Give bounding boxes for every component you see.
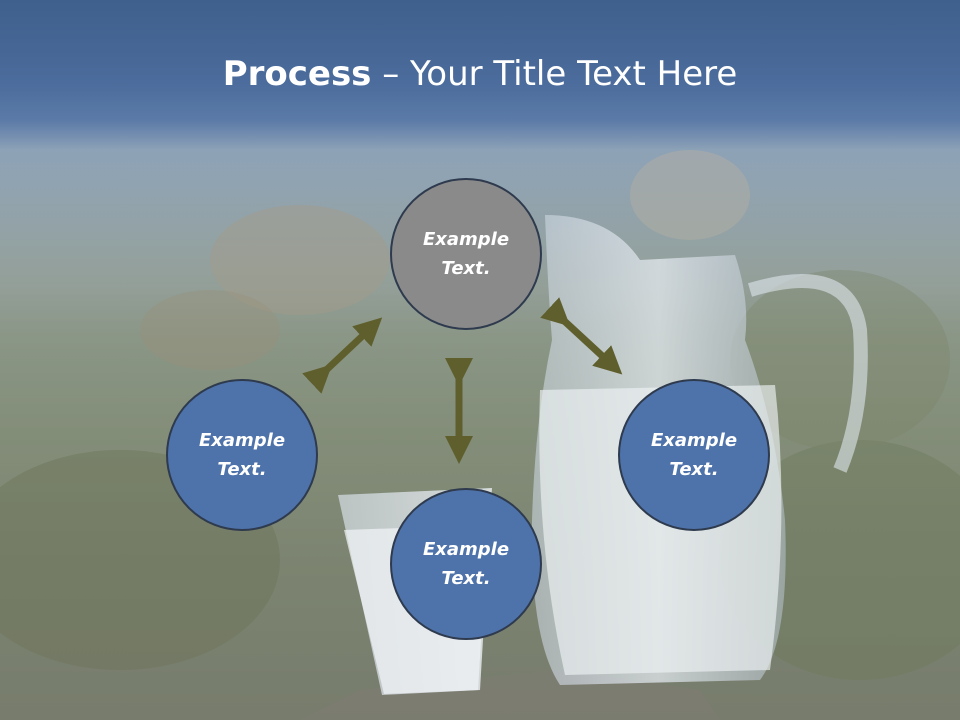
node-label: Example Text. [422,539,510,589]
process-node-right: Example Text. [618,379,770,531]
double-arrow-right-icon [540,297,623,375]
process-node-center: Example Text. [390,178,542,330]
title-rest-part: – Your Title Text Here [371,54,738,94]
process-node-left: Example Text. [166,379,318,531]
slide-title: Process – Your Title Text Here [0,52,960,96]
process-node-bottom: Example Text. [390,488,542,640]
node-label: Example Text. [650,430,738,480]
node-label: Example Text. [422,229,510,279]
node-label: Example Text. [198,430,286,480]
double-arrow-left-icon [302,317,383,394]
title-bar [0,0,960,150]
title-bold-part: Process [222,54,372,94]
